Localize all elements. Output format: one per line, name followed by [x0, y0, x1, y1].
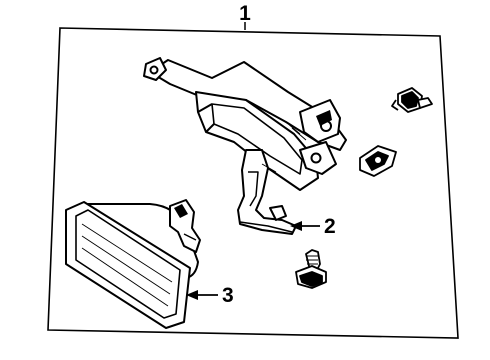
callout-arrowhead-2 — [290, 221, 302, 231]
mounting-bracket — [143, 57, 347, 235]
callout-label-1: 1 — [239, 2, 251, 25]
callout-label-2: 2 — [324, 215, 336, 238]
clip-nut — [359, 145, 397, 177]
fog-lamp — [65, 199, 201, 329]
push-retainer — [391, 87, 433, 113]
assembly-frame — [47, 27, 459, 339]
callout-label-3: 3 — [222, 284, 234, 307]
callout-arrowhead-3 — [186, 290, 198, 300]
mounting-bolt — [295, 249, 327, 289]
